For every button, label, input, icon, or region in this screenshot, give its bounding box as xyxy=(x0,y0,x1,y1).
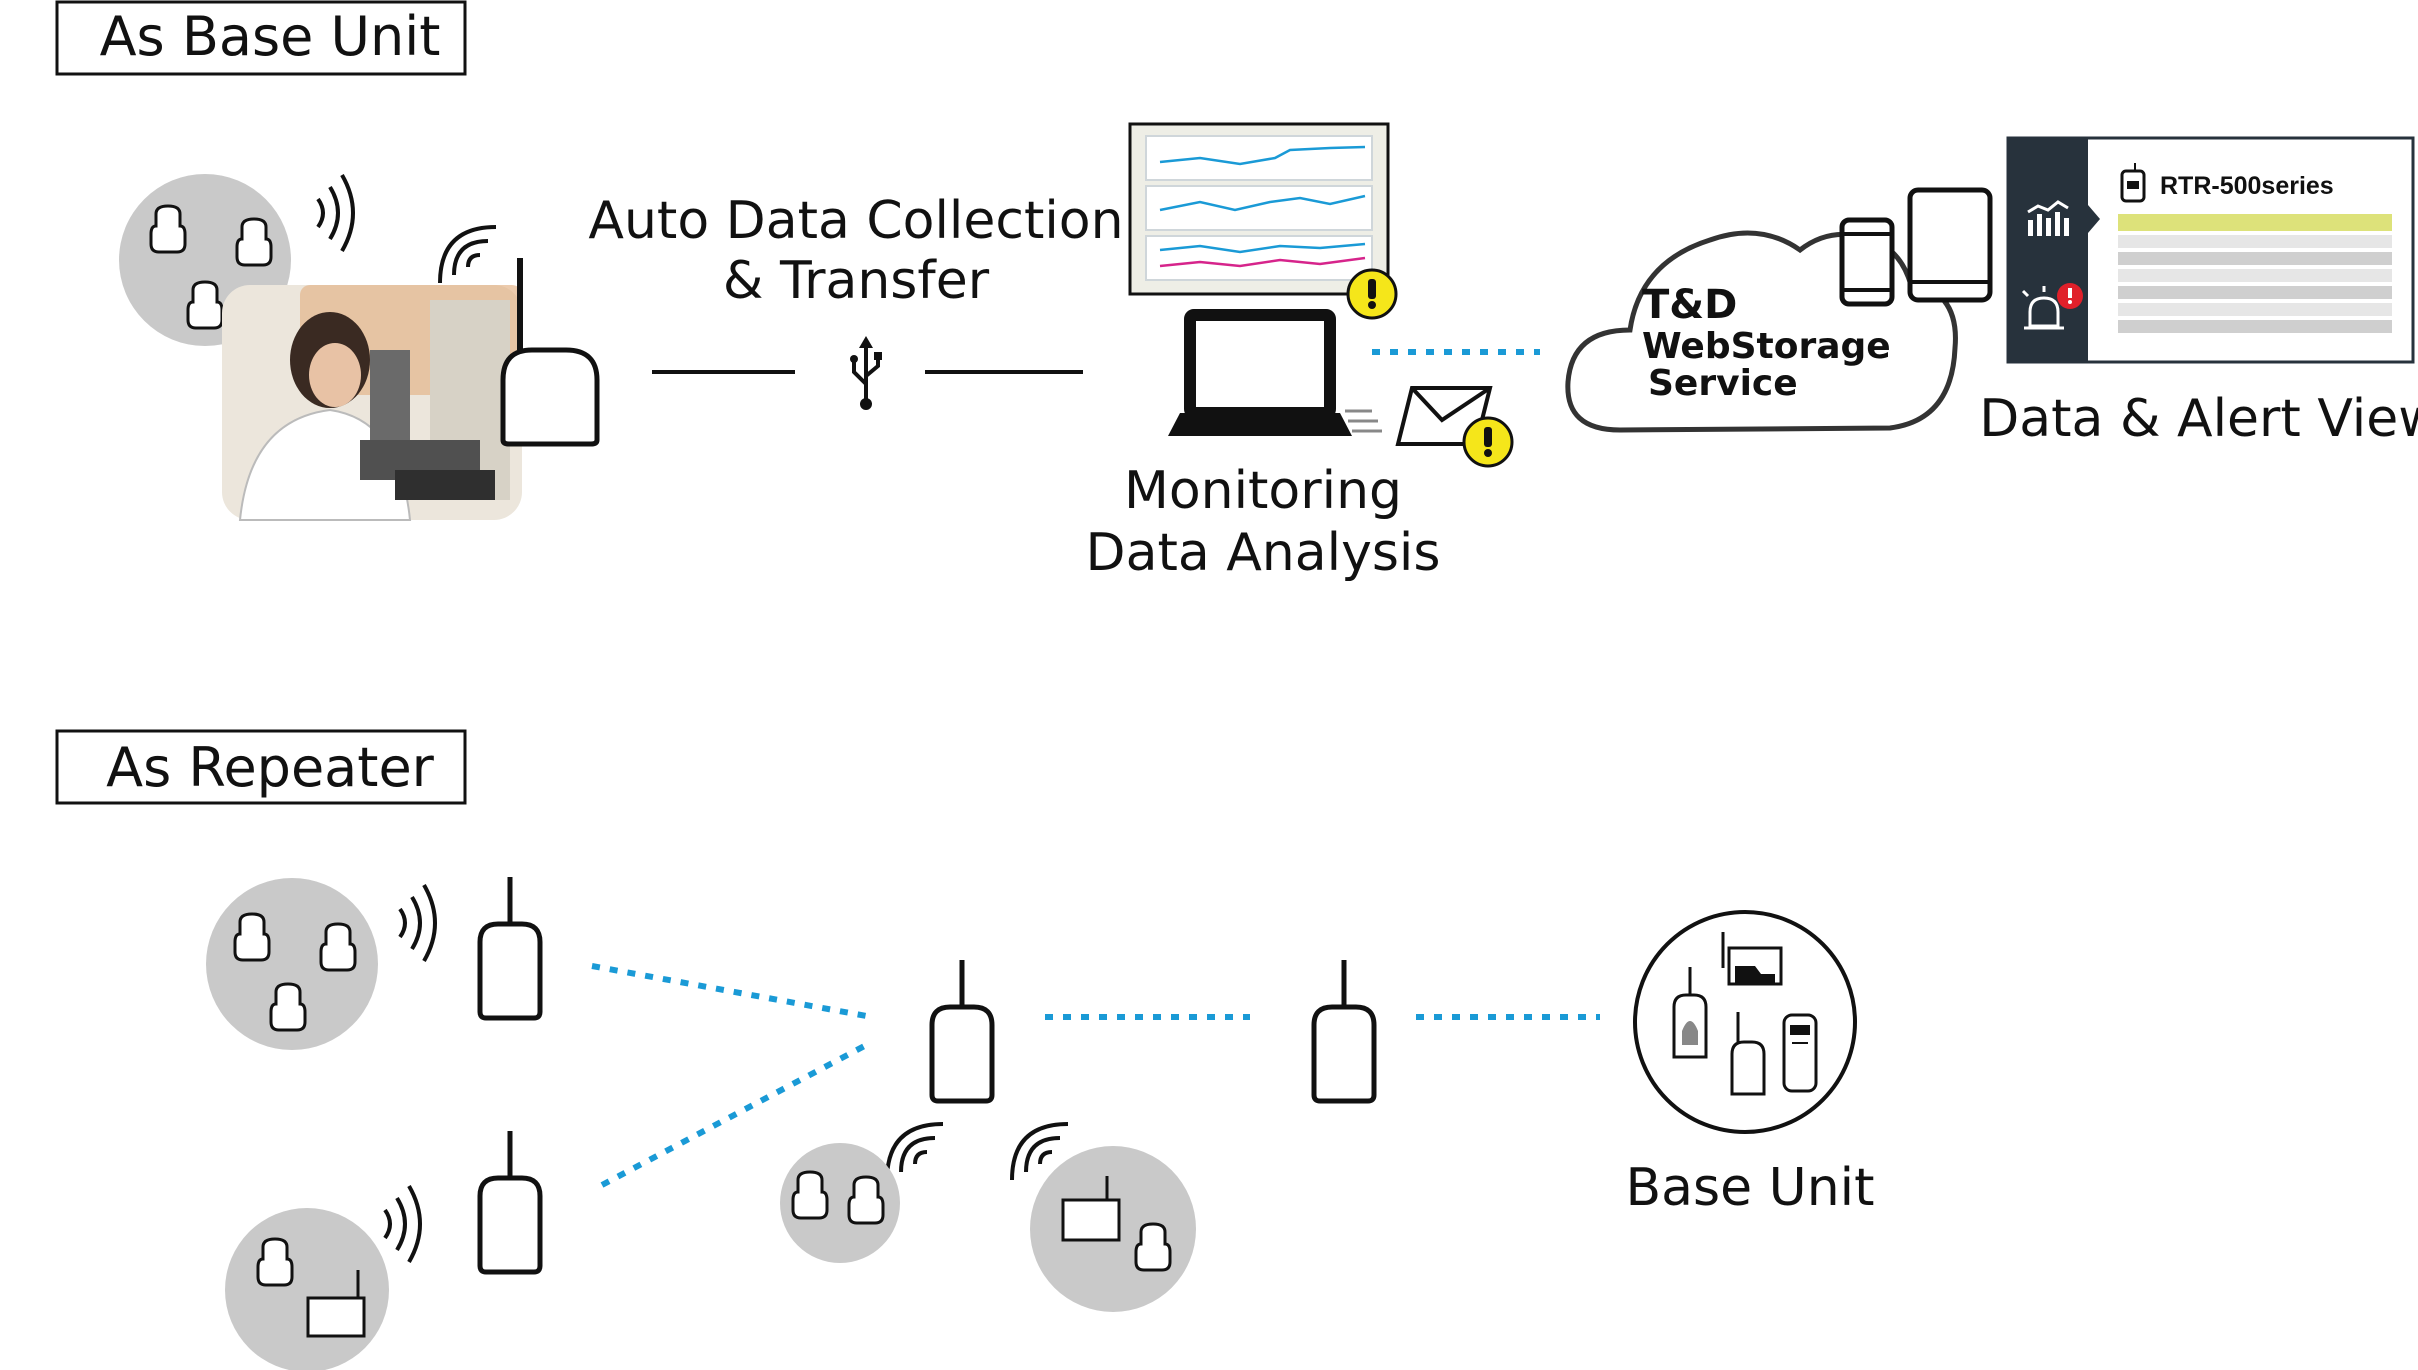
logger-icon xyxy=(1134,1222,1172,1272)
collection-label-1: Auto Data Collection xyxy=(588,191,1123,251)
data-alert-view-panel: RTR-500series xyxy=(2006,136,2415,364)
section-title-base-unit: As Base Unit xyxy=(100,5,441,68)
logger-icon xyxy=(319,922,357,972)
cloud-service-name: WebStorage xyxy=(1642,326,1891,367)
panel-title: RTR-500series xyxy=(2160,172,2334,200)
webstorage-cloud: T&D WebStorage Service xyxy=(1565,230,1958,433)
cloud-service-word: Service xyxy=(1648,363,1798,404)
monitoring-label-1: Monitoring xyxy=(1124,461,1402,521)
base-unit-label: Base Unit xyxy=(1625,1158,1874,1218)
monitor-graph-panel xyxy=(1128,122,1390,296)
cloud-brand: T&D xyxy=(1642,282,1737,328)
chart-icon xyxy=(2027,200,2069,236)
wireless-icon xyxy=(438,225,498,285)
alert-badge-icon xyxy=(2057,283,2083,309)
logger-icon xyxy=(269,982,307,1032)
handheld-icon xyxy=(1782,1013,1818,1093)
smartphone-icon xyxy=(1839,217,1895,307)
sensor-group xyxy=(206,878,378,1050)
alert-icon xyxy=(1462,416,1514,468)
tablet-icon xyxy=(1907,187,1993,303)
base-logger-icon xyxy=(306,1270,366,1338)
wireless-icon xyxy=(316,173,355,253)
logger-small-icon xyxy=(2120,163,2146,203)
base-station-icon xyxy=(1721,932,1783,986)
repeater-device xyxy=(932,960,992,1101)
section-base-unit-header: As Base Unit xyxy=(55,0,467,76)
logger-icon xyxy=(149,204,187,254)
alert-icon xyxy=(1346,268,1398,320)
lab-photo xyxy=(222,285,522,521)
collection-label-2: & Transfer xyxy=(723,251,990,311)
wireless-icon xyxy=(885,1122,945,1182)
sensor-group xyxy=(1030,1146,1196,1312)
logger-icon xyxy=(256,1237,294,1287)
logger-icon xyxy=(847,1175,885,1225)
network-link xyxy=(600,1039,874,1188)
section-repeater-header: As Repeater xyxy=(55,729,467,805)
network-link xyxy=(591,963,873,1020)
section-title-repeater: As Repeater xyxy=(106,736,435,799)
repeater-device xyxy=(480,1131,540,1272)
logger-icon xyxy=(1672,967,1708,1059)
repeater-device xyxy=(480,877,540,1018)
alert-view-label: Data & Alert View xyxy=(1979,389,2418,449)
alarm-icon xyxy=(2021,286,2064,330)
base-unit-device xyxy=(500,258,600,447)
base-unit-group xyxy=(1633,910,1857,1134)
logger-icon xyxy=(791,1170,829,1220)
monitoring-label-2: Data Analysis xyxy=(1086,523,1441,583)
base-logger-icon xyxy=(1061,1176,1121,1242)
logger-icon xyxy=(235,217,273,267)
usb-icon xyxy=(850,336,882,410)
sensor-group xyxy=(780,1143,900,1263)
wireless-icon xyxy=(398,883,437,963)
repeater-device xyxy=(1314,960,1374,1101)
logger-icon xyxy=(1730,1012,1766,1096)
sensor-group xyxy=(225,1208,389,1370)
logger-icon xyxy=(233,912,271,962)
laptop-icon xyxy=(1168,309,1352,436)
wireless-icon xyxy=(383,1184,422,1264)
logger-icon xyxy=(186,280,224,330)
